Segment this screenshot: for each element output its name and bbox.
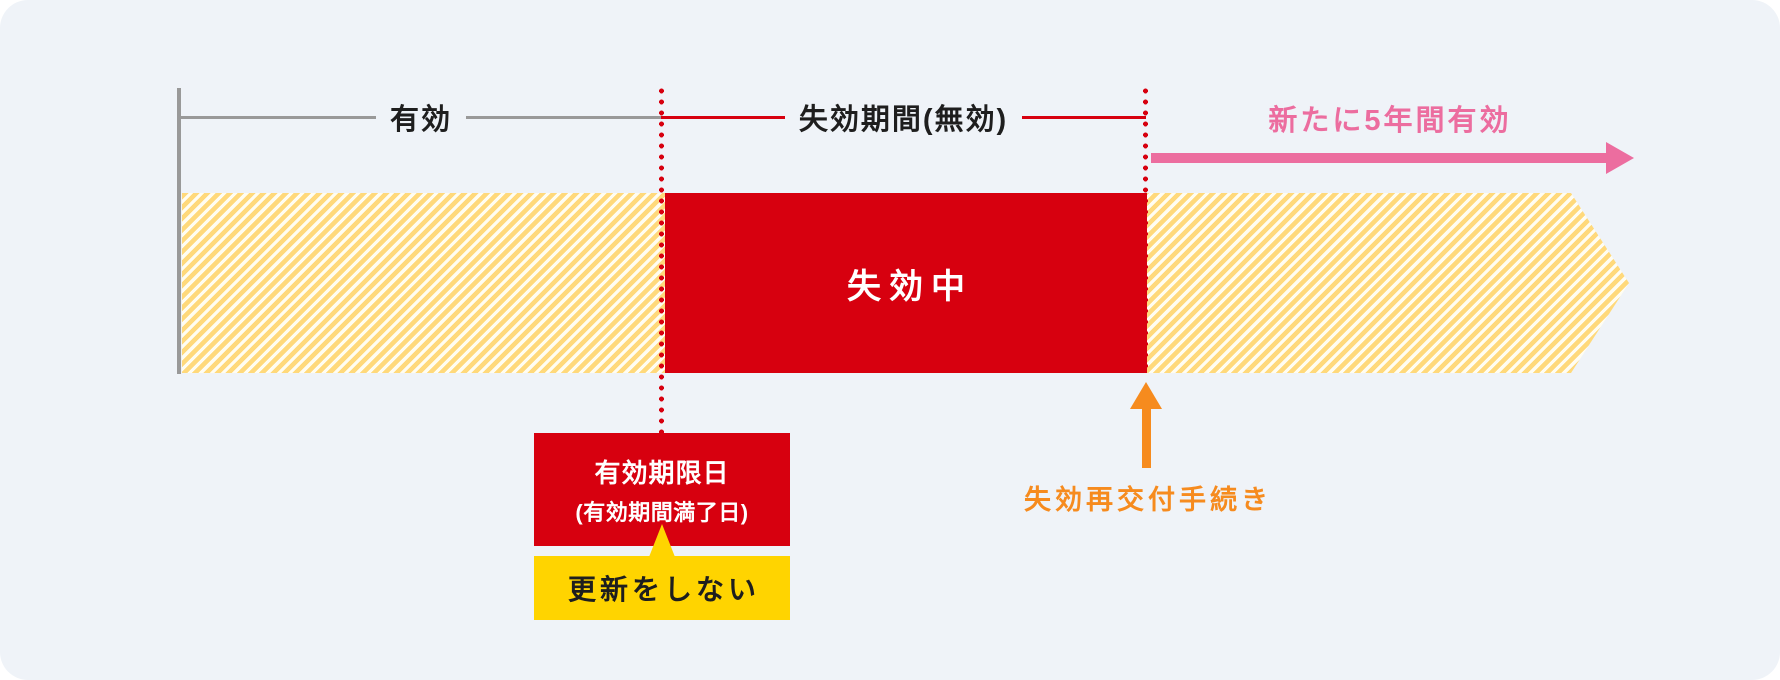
- expired-zone: 失効中: [665, 193, 1147, 373]
- reissue-procedure-label: 失効再交付手続き: [1024, 485, 1272, 515]
- reissue-arrow-head: [1130, 382, 1162, 409]
- expiry-date-dotted-line: [659, 86, 664, 434]
- reissue-arrow-shaft: [1142, 406, 1151, 468]
- timeline-start-axis: [177, 88, 181, 374]
- renewal-arrow-shaft: [1151, 153, 1611, 163]
- expiry-date-subtitle: (有効期間満了日): [575, 499, 749, 525]
- valid-period-label: 有効: [390, 104, 453, 136]
- valid-period-rule-right: [466, 115, 662, 119]
- invalid-period-rule-left: [661, 115, 785, 119]
- expired-zone-label: 失効中: [847, 267, 973, 306]
- renewal-arrow-icon: [1151, 142, 1635, 174]
- reissue-dotted-line: [1143, 86, 1148, 374]
- invalid-period-label-row: 失効期間(無効): [661, 100, 1147, 136]
- renewal-arrow-head: [1606, 142, 1634, 174]
- no-renewal-box: 更新をしない: [534, 556, 790, 620]
- invalid-period-rule-right: [1022, 115, 1147, 119]
- expiry-date-title: 有効期限日: [594, 457, 730, 488]
- valid-period-rule-left: [181, 115, 376, 119]
- renewed-period-label: 新たに5年間有効: [1268, 105, 1512, 137]
- no-renewal-label: 更新をしない: [567, 574, 760, 605]
- valid-period-label-row: 有効: [181, 100, 662, 136]
- no-renewal-pointer-icon: [649, 524, 675, 557]
- invalid-period-label: 失効期間(無効): [798, 104, 1009, 136]
- reissue-arrow-icon: [1130, 382, 1163, 468]
